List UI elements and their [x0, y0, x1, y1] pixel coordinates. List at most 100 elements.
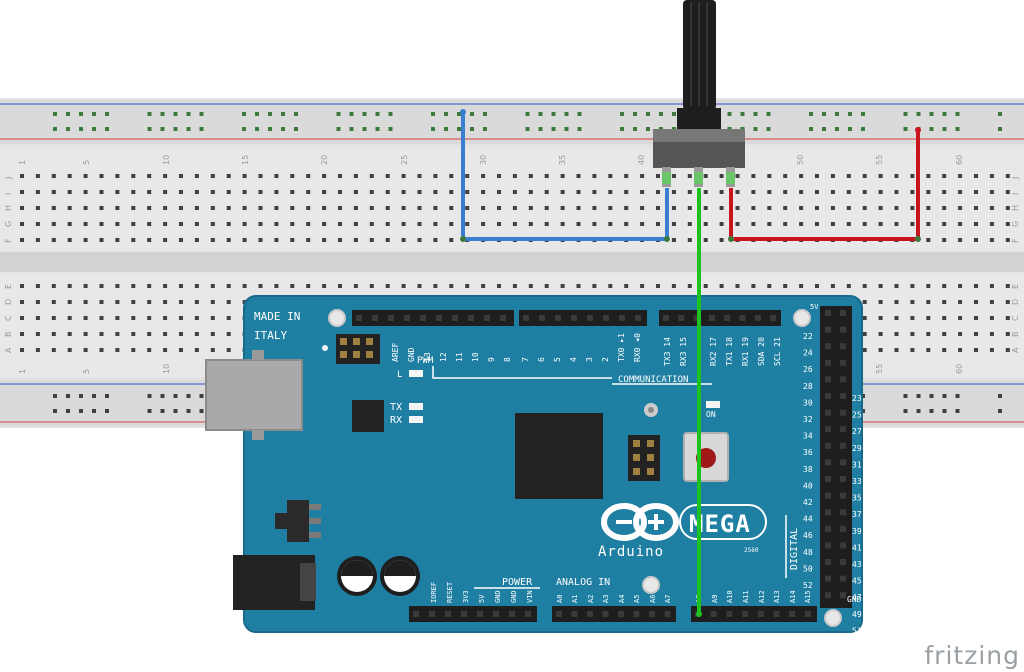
- regulator-pin: [309, 532, 321, 538]
- rail-hole: [457, 127, 461, 131]
- breadboard-hole: [910, 174, 915, 178]
- row-letter: G: [1011, 221, 1020, 227]
- rail-hole: [620, 112, 624, 116]
- center-channel: [0, 252, 1024, 272]
- header-pin: [757, 611, 764, 617]
- breadboard-hole: [942, 238, 947, 242]
- breadboard-hole: [179, 238, 183, 242]
- breadboard-hole: [624, 190, 629, 194]
- breadboard-hole: [306, 174, 311, 178]
- breadboard-hole: [687, 174, 692, 178]
- breadboard-hole: [242, 238, 247, 242]
- breadboard-hole: [592, 222, 597, 226]
- header-pin: [372, 315, 378, 321]
- breadboard-hole: [989, 222, 994, 226]
- breadboard-hole: [878, 222, 883, 226]
- breadboard-hole: [497, 222, 501, 226]
- breadboard-hole: [878, 190, 883, 194]
- breadboard-hole: [815, 174, 819, 178]
- pin-label: GND: [494, 590, 502, 603]
- header-pin: [633, 611, 640, 617]
- breadboard-hole: [735, 206, 740, 210]
- wires: [460, 109, 921, 617]
- column-number: 15: [241, 155, 250, 165]
- breadboard-hole: [926, 316, 931, 320]
- breadboard-hole: [624, 174, 629, 178]
- pin-label: 5: [553, 357, 562, 362]
- usb-tab: [252, 430, 264, 440]
- breadboard-hole: [878, 174, 883, 178]
- column-number: 60: [955, 364, 964, 374]
- icsp-pins: [340, 338, 373, 358]
- rail-hole: [470, 127, 474, 131]
- breadboard-hole: [640, 222, 645, 226]
- header-pin: [840, 310, 846, 316]
- breadboard-hole: [226, 332, 231, 336]
- breadboard-hole: [369, 284, 374, 288]
- breadboard-hole: [417, 174, 422, 178]
- top-power-rail: [0, 100, 1024, 144]
- row-letter: C: [1011, 315, 1020, 321]
- breadboard-hole: [115, 284, 120, 288]
- breadboard-hole: [131, 222, 136, 226]
- ground-wire[interactable]: [461, 112, 669, 241]
- breadboard-hole: [497, 206, 501, 210]
- breadboard-hole: [115, 348, 120, 352]
- breadboard-hole: [974, 174, 978, 178]
- breadboard-hole: [862, 300, 867, 304]
- header-pin: [420, 315, 426, 321]
- header-pin: [602, 611, 609, 617]
- breadboard-hole: [306, 206, 311, 210]
- rail-hole: [929, 394, 934, 398]
- breadboard-hole: [83, 316, 88, 320]
- breadboard-hole: [640, 174, 645, 178]
- breadboard-hole: [703, 284, 708, 288]
- breadboard-hole: [226, 238, 231, 242]
- column-number: 40: [637, 155, 646, 165]
- led-l-label: L: [397, 370, 402, 380]
- power-wire[interactable]: [729, 130, 920, 241]
- breadboard-hole: [560, 284, 565, 288]
- breadboard-hole: [862, 332, 867, 336]
- rail-hole: [929, 409, 934, 413]
- pin-label: A3: [602, 595, 610, 603]
- breadboard-hole: [258, 190, 263, 194]
- breadboard-hole: [147, 316, 152, 320]
- breadboard-hole: [306, 284, 311, 288]
- header-pin: [825, 459, 831, 466]
- rail-hole: [375, 127, 380, 131]
- potentiometer[interactable]: [653, 0, 745, 187]
- top-terminal-area: [0, 147, 1024, 251]
- header-pin: [710, 611, 717, 617]
- header-pin: [789, 611, 796, 617]
- rail-hole: [281, 127, 285, 131]
- breadboard-hole: [306, 222, 311, 226]
- breadboard-hole: [926, 332, 931, 336]
- rail-hole: [199, 127, 204, 131]
- rail-hole: [294, 112, 298, 116]
- breadboard-hole: [131, 190, 136, 194]
- breadboard-hole: [910, 348, 915, 352]
- pwm-header-right: [519, 310, 647, 326]
- breadboard-hole: [306, 190, 311, 194]
- rail-hole: [242, 127, 246, 131]
- rail-hole: [942, 127, 947, 131]
- breadboard-hole: [51, 300, 56, 304]
- rail-hole: [431, 127, 435, 131]
- arduino-brand-label: Arduino: [598, 544, 664, 560]
- rail-hole: [577, 127, 582, 131]
- breadboard-hole: [194, 174, 199, 178]
- header-pin: [825, 509, 831, 516]
- pin-label: A4: [618, 595, 626, 603]
- breadboard-hole: [147, 222, 152, 226]
- rail-hole: [79, 127, 83, 131]
- rail-hole: [173, 112, 178, 116]
- breadboard-hole: [401, 222, 406, 226]
- breadboard-hole: [433, 190, 438, 194]
- breadboard-hole: [179, 174, 183, 178]
- analog-header-left: [552, 606, 676, 622]
- breadboard-hole: [767, 222, 772, 226]
- breadboard-hole: [179, 284, 183, 288]
- breadboard-hole: [20, 206, 24, 210]
